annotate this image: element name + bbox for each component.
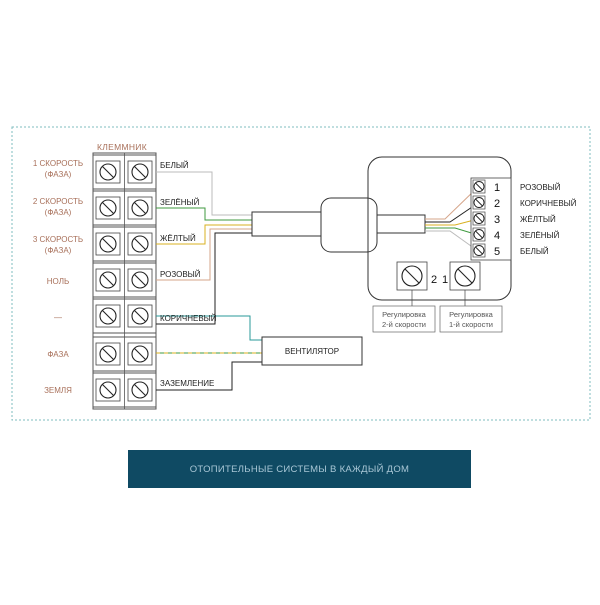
pin-wire-label: ЖЁЛТЫЙ [520,215,556,224]
pin-number: 3 [494,214,500,226]
terminal-label: 1 СКОРОСТЬ [33,159,83,168]
wire-label: БЕЛЫЙ [160,161,189,170]
pot-number: 2 [431,274,437,286]
pot-caption-box [372,305,436,333]
pot-caption: 2-й скорости [382,320,426,329]
pot-caption: 1-й скорости [449,320,493,329]
terminal-label: ФАЗА [47,350,69,359]
outer-dashed-frame [11,126,591,421]
terminal-block-title: КЛЕММНИК [97,142,147,152]
terminal-label: (ФАЗА) [45,246,72,255]
terminal-label: ЗЕМЛЯ [44,386,72,395]
wire-green [156,207,252,221]
pot-number: 1 [442,274,448,286]
banner-text: ОТОПИТЕЛЬНЫЕ СИСТЕМЫ В КАЖДЫЙ ДОМ [190,463,410,475]
terminal-label: (ФАЗА) [45,208,72,217]
fan-label: ВЕНТИЛЯТОР [285,347,339,356]
pin-number: 2 [494,198,500,210]
terminal-row-6 [92,336,157,372]
wire-label: КОРИЧНЕВЫЙ [160,314,217,323]
wire-label: РОЗОВЫЙ [160,270,201,279]
wire-brown [156,232,252,325]
terminal-row-1 [92,154,157,190]
cable-junction [320,197,378,253]
wire-label: ЖЁЛТЫЙ [160,234,196,243]
pot-caption: Регулировка [382,310,427,319]
pin-wire-label: БЕЛЫЙ [520,247,549,256]
wire-teal-fan [156,315,262,341]
pot-caption: Регулировка [449,310,494,319]
potentiometer-1 [449,261,481,291]
wire-ground-fan [156,361,262,391]
pin-number: 4 [494,230,500,242]
pin-number: 5 [494,246,500,258]
controller-terminal-strip [470,177,512,261]
cable-sheath [251,211,323,237]
fan-box [261,336,363,366]
terminal-label: — [54,313,62,322]
wire-label: ЗАЗЕМЛЕНИЕ [160,379,214,388]
bottom-banner [128,450,471,488]
potentiometer-2 [396,261,428,291]
terminal-row-4 [92,262,157,298]
terminal-row-7 [92,372,157,408]
pin-wire-label: ЗЕЛЁНЫЙ [520,231,560,240]
terminal-row-3 [92,226,157,262]
wire-pink [156,228,252,281]
terminal-label: НОЛЬ [47,277,69,286]
pot-caption-box [439,305,503,333]
wire-white [156,171,252,216]
terminal-label: (ФАЗА) [45,170,72,179]
pin-number: 1 [494,182,500,194]
pin-wire-label: РОЗОВЫЙ [520,183,561,192]
cable-sheath [376,214,426,234]
controller-wires [425,186,479,252]
terminal-label: 2 СКОРОСТЬ [33,197,83,206]
terminal-row-5 [92,298,157,334]
wire-label: ЗЕЛЁНЫЙ [160,198,200,207]
terminal-label: 3 СКОРОСТЬ [33,235,83,244]
wire-yellow [156,224,252,245]
pin-wire-label: КОРИЧНЕВЫЙ [520,199,577,208]
terminal-row-2 [92,190,157,226]
